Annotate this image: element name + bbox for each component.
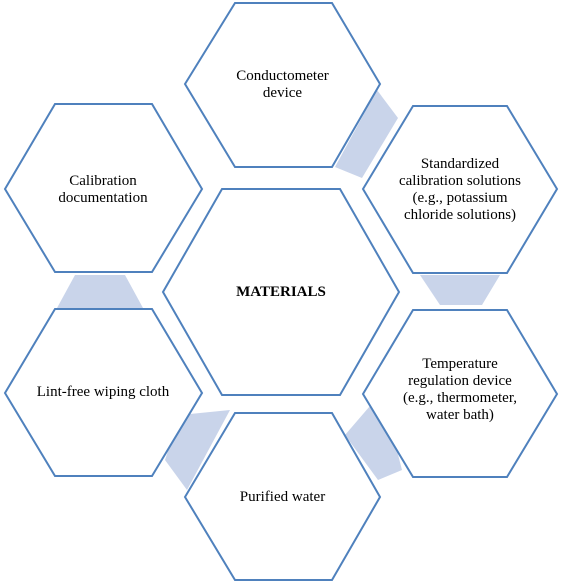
hexagon-calibration-solutions [361,105,559,274]
node-label-calibration-documentation: Calibration documentation [58,173,148,206]
node-label-calibration-solutions: Standardized calibration solutions (e.g.… [398,156,522,223]
node-label-purified-water: Purified water [239,488,326,505]
node-label-lint-free-cloth: Lint-free wiping cloth [36,383,170,400]
hexagon-conductometer-device [183,1,382,168]
hexagon-temperature-regulation [361,309,559,478]
connector-cloth-to-documentation [57,275,143,308]
connector-conductometer-to-solutions [335,90,398,178]
node-label-temperature-regulation: Temperature regulation device (e.g., the… [403,356,517,423]
hexagon-calibration-documentation [3,103,204,273]
node-label-conductometer: Conductometer device [236,68,329,101]
connector-water-to-cloth [165,410,230,490]
connector-temperature-to-water [345,392,402,480]
center-label: MATERIALS [236,283,326,300]
connector-solutions-to-temperature [420,275,500,305]
hexagon-center-materials [161,188,401,396]
hexagon-lint-free-cloth [3,308,204,477]
hexagon-purified-water [183,412,382,581]
